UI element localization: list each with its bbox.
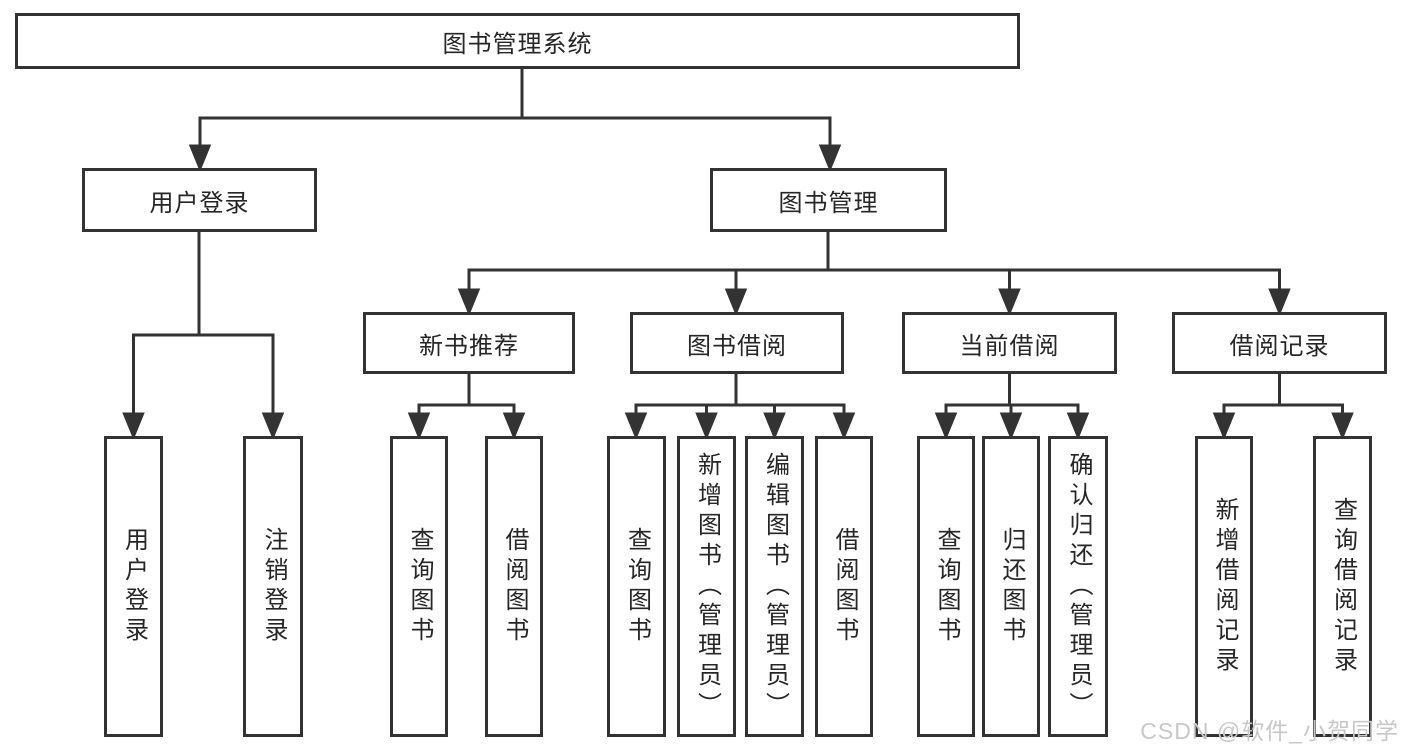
leaf-logout: 注销登录 — [243, 436, 303, 737]
leaf-query-books-borrowing: 查询图书 — [607, 436, 666, 737]
node-current-borrowing: 当前借阅 — [902, 312, 1117, 374]
leaf-edit-book-admin: 编辑图书（管理员） — [745, 436, 804, 737]
leaf-query-books-recommend: 查询图书 — [390, 436, 448, 737]
node-new-book-recommend: 新书推荐 — [363, 312, 575, 374]
leaf-query-borrow-record: 查询借阅记录 — [1313, 436, 1372, 737]
node-book-management: 图书管理 — [710, 168, 947, 232]
leaf-user-login: 用户登录 — [104, 436, 163, 737]
leaf-return-book: 归还图书 — [982, 436, 1040, 737]
node-borrowing-records: 借阅记录 — [1172, 312, 1387, 374]
leaf-borrow-books-borrowing: 借阅图书 — [815, 436, 873, 737]
leaf-confirm-return-admin: 确认归还（管理员） — [1048, 436, 1108, 737]
leaf-add-book-admin: 新增图书（管理员） — [677, 436, 736, 737]
node-root-system: 图书管理系统 — [15, 13, 1020, 69]
leaf-query-books-current: 查询图书 — [917, 436, 975, 737]
node-user-login: 用户登录 — [82, 168, 317, 232]
leaf-add-borrow-record: 新增借阅记录 — [1195, 436, 1253, 737]
node-book-borrowing: 图书借阅 — [630, 312, 844, 374]
leaf-borrow-books-recommend: 借阅图书 — [485, 436, 543, 737]
csdn-watermark: CSDN @软件_小贺同学 — [1140, 718, 1399, 744]
